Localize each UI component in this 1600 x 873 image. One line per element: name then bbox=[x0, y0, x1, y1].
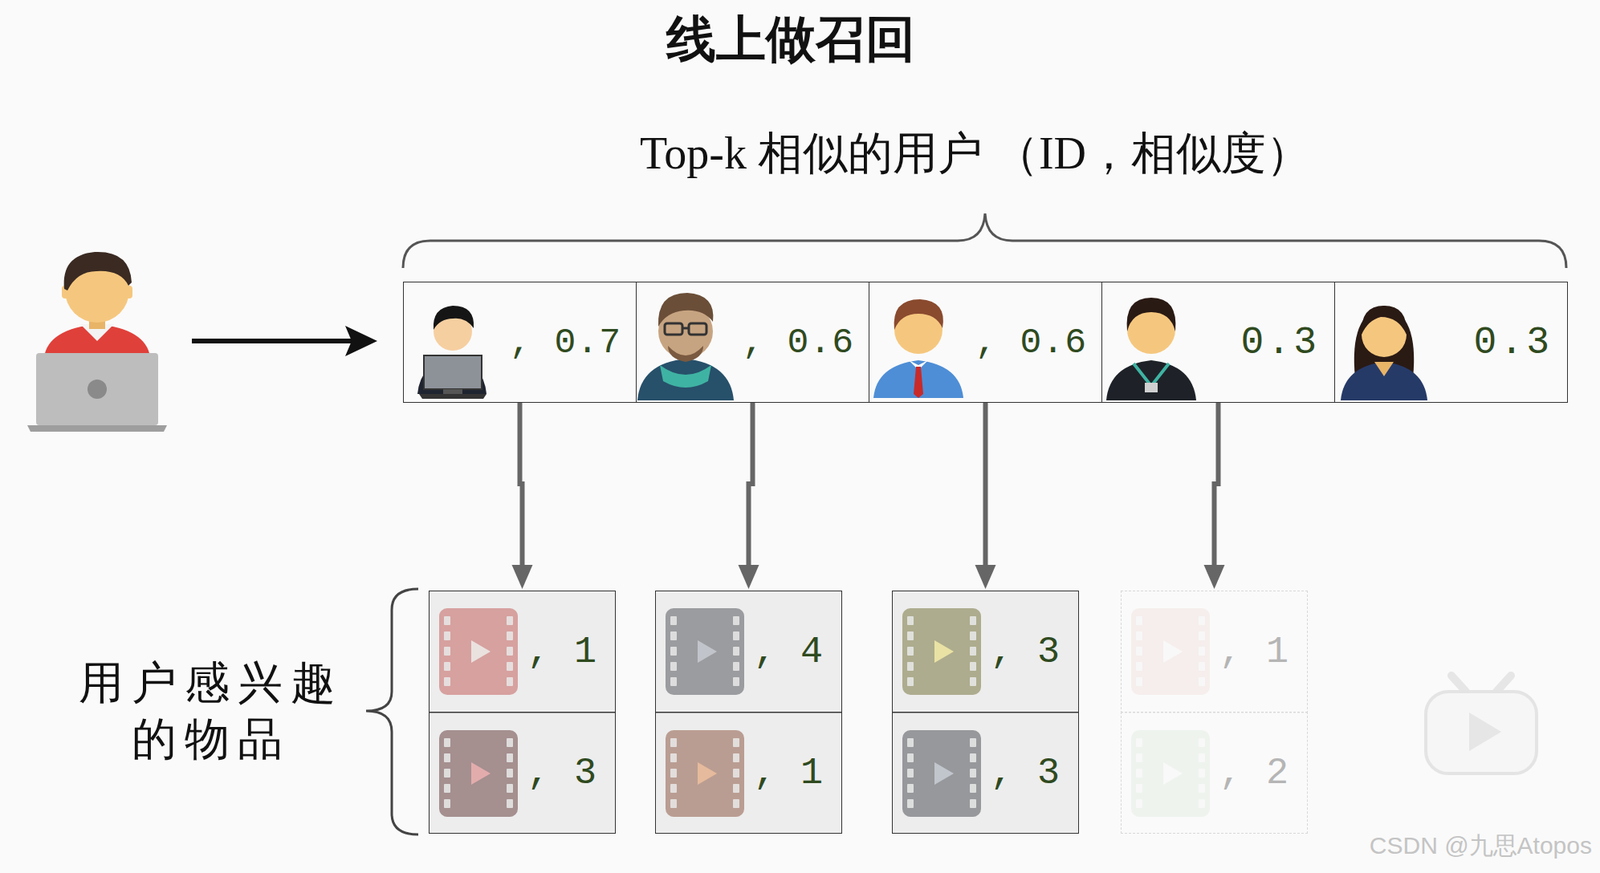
interest-score: , 3 bbox=[990, 752, 1061, 795]
avatar-lanyard-strap bbox=[1133, 363, 1169, 387]
avatar-tie bbox=[873, 299, 964, 399]
avatar-woman bbox=[1340, 305, 1428, 401]
arrow-shaft bbox=[191, 338, 354, 344]
avatar-glasses-frame bbox=[664, 323, 707, 335]
avatar-beard bbox=[667, 346, 704, 363]
item-cell: , 1 bbox=[1120, 590, 1308, 714]
avatar-top bbox=[1340, 362, 1428, 401]
avatar-hair bbox=[433, 305, 474, 330]
icon-antenna bbox=[1451, 675, 1466, 693]
similarity-score: 0.3 bbox=[1473, 321, 1553, 365]
interest-score: , 1 bbox=[753, 752, 824, 795]
avatar-badge bbox=[1144, 382, 1158, 393]
similar-user-cell: , 0.6 bbox=[635, 281, 870, 404]
item-cell: , 1 bbox=[655, 712, 843, 835]
watermark: CSDN @九思Atopos bbox=[1284, 831, 1592, 861]
icon-antenna bbox=[1496, 675, 1511, 693]
connector-arrow bbox=[983, 403, 989, 566]
similar-user-cell: 0.3 bbox=[1334, 281, 1568, 404]
item-cell: , 4 bbox=[655, 590, 843, 714]
interest-score: , 3 bbox=[990, 631, 1061, 674]
similar-user-cell: , 0.6 bbox=[868, 281, 1103, 404]
item-cell: , 3 bbox=[891, 590, 1079, 714]
connector-arrow bbox=[1214, 403, 1219, 566]
similar-user-cell: , 0.7 bbox=[403, 281, 637, 404]
item-cell: , 1 bbox=[428, 590, 616, 714]
icon-play bbox=[1469, 712, 1502, 752]
avatar-monitor bbox=[423, 355, 482, 390]
avatar-lanyard bbox=[1106, 297, 1197, 401]
avatar-desk bbox=[419, 394, 487, 399]
interest-score: , 3 bbox=[527, 752, 598, 795]
similarity-score: , 0.7 bbox=[509, 322, 622, 363]
user-ear bbox=[126, 285, 133, 299]
connector-arrow bbox=[520, 403, 523, 566]
avatar-long-hair bbox=[1354, 305, 1414, 379]
user-hair bbox=[64, 252, 132, 291]
diagram-title: 线上做召回 bbox=[469, 9, 1112, 70]
group-label: 用户感兴趣的物品 bbox=[70, 655, 352, 768]
avatar-glasses bbox=[637, 293, 734, 401]
laptop-lid bbox=[36, 353, 159, 426]
avatar-scarf bbox=[659, 365, 712, 388]
icon-screen bbox=[1425, 692, 1537, 774]
similarity-score: , 0.6 bbox=[742, 322, 855, 363]
connector-arrow bbox=[749, 403, 754, 566]
avatar-hair bbox=[894, 299, 944, 330]
arrow-head bbox=[345, 325, 378, 357]
interest-score: , 1 bbox=[1219, 631, 1290, 674]
group-heading: Top-k 相似的用户 （ID，相似度） bbox=[561, 126, 1389, 181]
interest-score: , 1 bbox=[527, 631, 598, 674]
avatar-businessman bbox=[417, 305, 487, 399]
item-cell: , 3 bbox=[891, 712, 1079, 835]
laptop-base bbox=[27, 425, 167, 432]
avatar-hair bbox=[1127, 297, 1177, 332]
avatar-coat bbox=[637, 358, 734, 401]
interest-score: , 2 bbox=[1219, 752, 1290, 795]
video-site-icon bbox=[1425, 675, 1537, 774]
avatar-neck bbox=[1374, 362, 1394, 377]
laptop-logo bbox=[87, 379, 107, 399]
top-brace bbox=[403, 213, 1567, 269]
similarity-score: , 0.6 bbox=[975, 322, 1088, 363]
avatar-hair bbox=[658, 293, 714, 327]
avatar-shirt bbox=[873, 360, 964, 399]
user-arrow bbox=[191, 325, 378, 357]
similarity-score: 0.3 bbox=[1241, 321, 1320, 365]
item-cell: , 3 bbox=[428, 712, 616, 835]
user-figure bbox=[27, 252, 167, 432]
avatar-jacket bbox=[1106, 360, 1197, 401]
item-cell: , 2 bbox=[1120, 712, 1308, 835]
interest-score: , 4 bbox=[753, 631, 824, 674]
left-brace bbox=[366, 589, 419, 835]
avatar-fringe bbox=[1361, 305, 1407, 335]
avatar-necktie bbox=[913, 366, 924, 399]
similar-user-cell: 0.3 bbox=[1101, 281, 1336, 404]
user-shirt bbox=[44, 324, 151, 358]
